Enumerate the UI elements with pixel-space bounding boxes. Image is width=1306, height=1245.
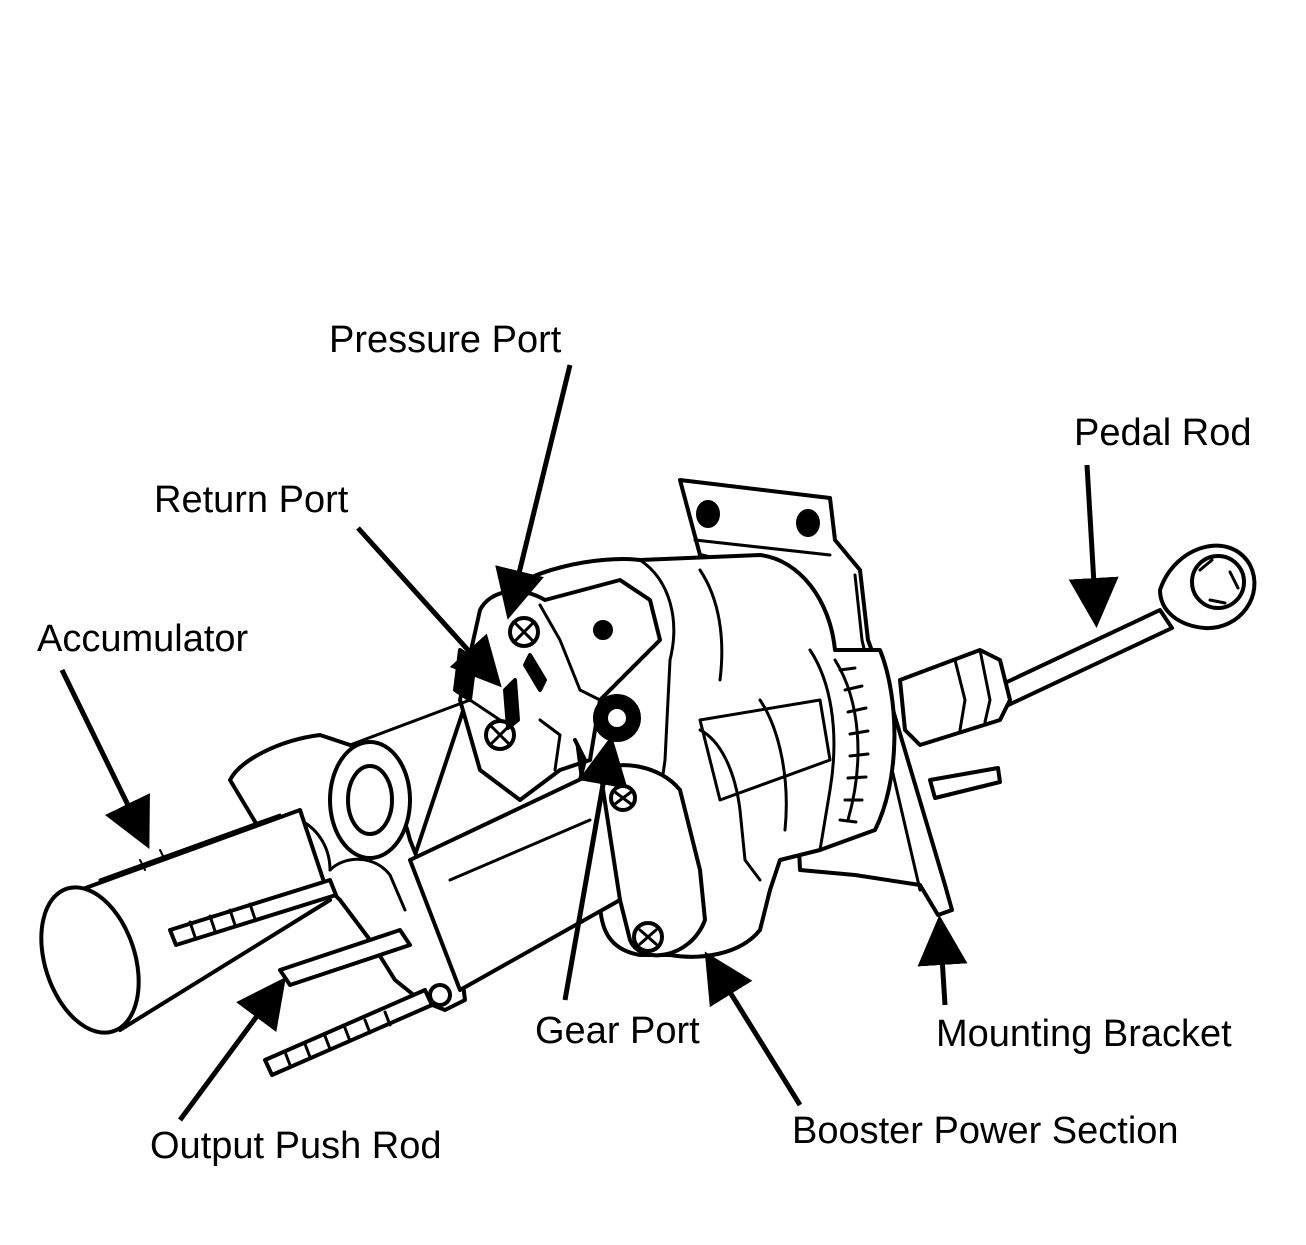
label-pedal-rod: Pedal Rod (1074, 412, 1251, 454)
booster-power-section-arrow (704, 951, 803, 1107)
label-accumulator: Accumulator (37, 618, 249, 660)
output-push-rod-arrow (177, 976, 286, 1122)
label-return-port: Return Port (154, 479, 349, 521)
label-mounting-bracket: Mounting Bracket (936, 1013, 1232, 1055)
rear-nut-part (898, 648, 1012, 800)
accumulator-arrow (59, 668, 150, 849)
pressure-port-arrow (495, 364, 573, 620)
leader-arrows (59, 364, 1119, 1122)
callout-labels: Pressure Port Pedal Rod Return Port Accu… (37, 319, 1251, 1167)
label-gear-port: Gear Port (535, 1010, 700, 1052)
pedal-rod-part (988, 543, 1257, 710)
label-output-push-rod: Output Push Rod (150, 1125, 442, 1167)
lower-cylinder-part (408, 768, 622, 992)
booster-illustration (39, 478, 1257, 1077)
pedal-rod-arrow (1068, 464, 1119, 628)
mounting-bracket-arrow (917, 915, 968, 1006)
return-port-arrow (356, 526, 502, 688)
output-push-rod-part (168, 878, 582, 1077)
label-booster-power-section: Booster Power Section (792, 1110, 1179, 1152)
gear-port-arrow (562, 735, 628, 1001)
label-pressure-port: Pressure Port (329, 319, 562, 361)
